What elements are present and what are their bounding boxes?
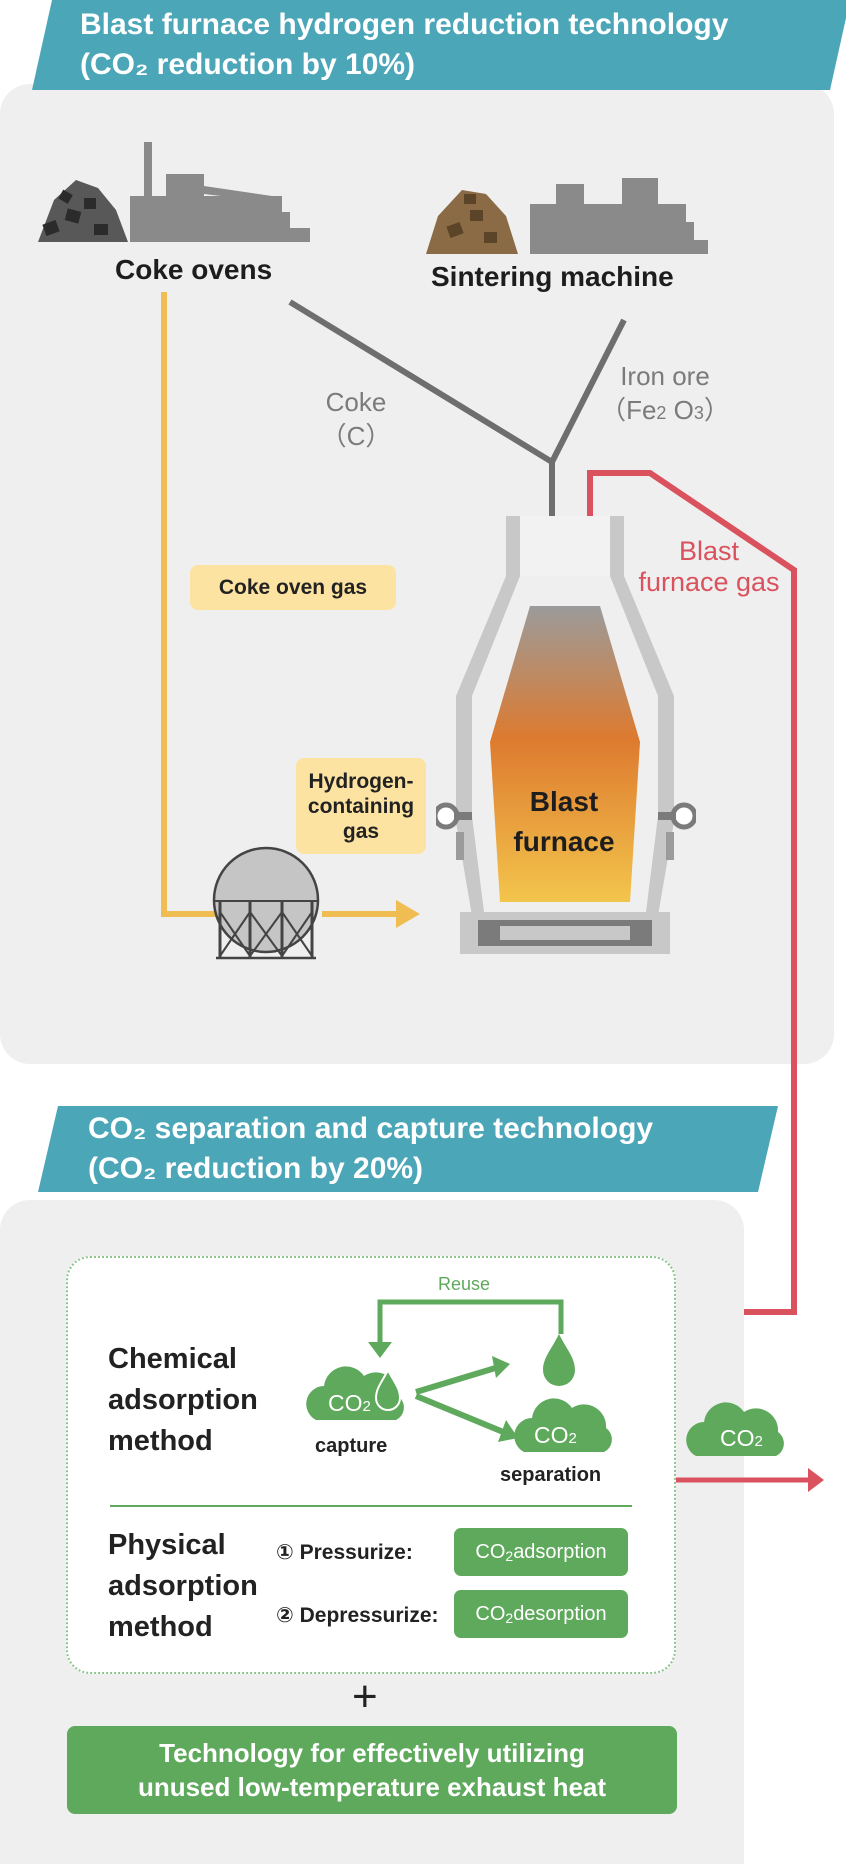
methods-divider: [110, 1505, 632, 1507]
co2-output-arrowhead: [808, 1468, 824, 1492]
droplet-icon: [543, 1334, 575, 1386]
sintering-machine-label: Sintering machine: [431, 261, 674, 292]
section1-title-line2: (CO₂ reduction by 10%): [80, 48, 416, 81]
section2-title-line1: CO₂ separation and capture technology: [88, 1112, 654, 1145]
blast-furnace-label-line2: furnace: [513, 826, 615, 857]
furnace-charge: [490, 606, 640, 902]
section1-title-line1: Blast furnace hydrogen reduction technol…: [80, 8, 729, 41]
section1-title-banner: Blast furnace hydrogen reduction technol…: [32, 0, 846, 90]
sinter-body: [530, 204, 686, 254]
reuse-label: Reuse: [438, 1274, 491, 1294]
iron-ore-label: Iron ore （Fe2 O3）: [600, 359, 730, 430]
iron-ore-label-line1: Iron ore: [620, 361, 710, 391]
plus-sign: +: [352, 1672, 378, 1721]
physical-line1: Physical: [108, 1529, 226, 1561]
hydrogen-gas-line3: gas: [342, 819, 380, 843]
iron-ore-formula: （Fe2 O3）: [600, 395, 730, 425]
coke-ovens-label: Coke ovens: [115, 254, 273, 285]
section2-title-line2: (CO₂ reduction by 20%): [88, 1152, 424, 1185]
sintering-machine-illustration: [426, 178, 708, 254]
separation-co2-text: CO2: [534, 1422, 577, 1448]
coke-oven-gas-line: [161, 292, 228, 917]
coke-oven-gas-tag: Coke oven gas: [190, 565, 396, 610]
oven-chimney: [144, 142, 152, 242]
exhaust-heat-line2: unused low-temperature exhaust heat: [137, 1772, 607, 1802]
hydrogen-gas-arrowhead: [396, 900, 420, 928]
physical-line3: method: [108, 1611, 213, 1643]
coke-label: Coke （C）: [306, 385, 406, 453]
chemical-line3: method: [108, 1425, 213, 1457]
co2-output-text: CO2: [720, 1425, 763, 1451]
blast-furnace-gas-line: [587, 470, 797, 1315]
separation-label: separation: [500, 1464, 602, 1486]
blast-furnace-illustration: [436, 516, 696, 954]
chemical-adsorption-method-label: Chemical adsorption method: [108, 1339, 258, 1462]
blast-furnace-label: Blast furnace: [494, 782, 634, 862]
coke-label-line1: Coke: [325, 387, 387, 417]
furnace-shell: [456, 516, 674, 916]
coke-label-line2: （C）: [320, 421, 392, 451]
capture-label: capture: [315, 1435, 388, 1457]
hydrogen-gas-tag: Hydrogen- containing gas: [296, 758, 426, 854]
iron-ore-feed-line: [549, 318, 627, 538]
capture-co2-text: CO2: [328, 1390, 371, 1416]
hydrogen-gas-line1: Hydrogen-: [308, 769, 414, 793]
depressurize-step: ② Depressurize:: [276, 1604, 439, 1627]
reuse-loop-line: [377, 1299, 564, 1350]
physical-adsorption-method-label: Physical adsorption method: [108, 1525, 258, 1648]
coke-ovens-illustration: [38, 142, 310, 242]
banner-background: [32, 0, 846, 90]
coke-feed-line: [288, 299, 554, 465]
co2-output-diagram: [676, 1402, 824, 1492]
chemical-line2: adsorption: [108, 1384, 258, 1416]
separation-cloud-icon: [514, 1398, 612, 1452]
blast-furnace-gas-label-line1: Blast: [678, 536, 740, 566]
blast-furnace-label-line1: Blast: [529, 786, 599, 817]
oven-body: [130, 196, 282, 242]
chemical-line1: Chemical: [108, 1343, 237, 1375]
chemical-adsorption-diagram: [306, 1299, 612, 1452]
exhaust-heat-line1: Technology for effectively utilizing: [159, 1738, 585, 1768]
physical-line2: adsorption: [108, 1570, 258, 1602]
exhaust-heat-technology-box: Technology for effectively utilizing unu…: [67, 1726, 677, 1814]
hydrogen-gas-line2: containing: [307, 794, 415, 818]
co2-output-cloud-icon: [686, 1402, 784, 1456]
banner-background: [38, 1106, 778, 1192]
split-arrow-up: [415, 1363, 503, 1395]
split-arrow-down: [414, 1393, 510, 1437]
gas-holder-icon: [212, 846, 320, 960]
blast-furnace-gas-label-line2: furnace gas: [638, 567, 780, 597]
pressurize-step: ① Pressurize:: [276, 1541, 413, 1564]
blast-furnace-gas-label: Blast furnace gas: [614, 536, 804, 598]
capture-droplet-icon: [374, 1367, 402, 1411]
reuse-arrowhead: [368, 1342, 392, 1358]
section2-title-banner: CO₂ separation and capture technology (C…: [38, 1106, 778, 1192]
